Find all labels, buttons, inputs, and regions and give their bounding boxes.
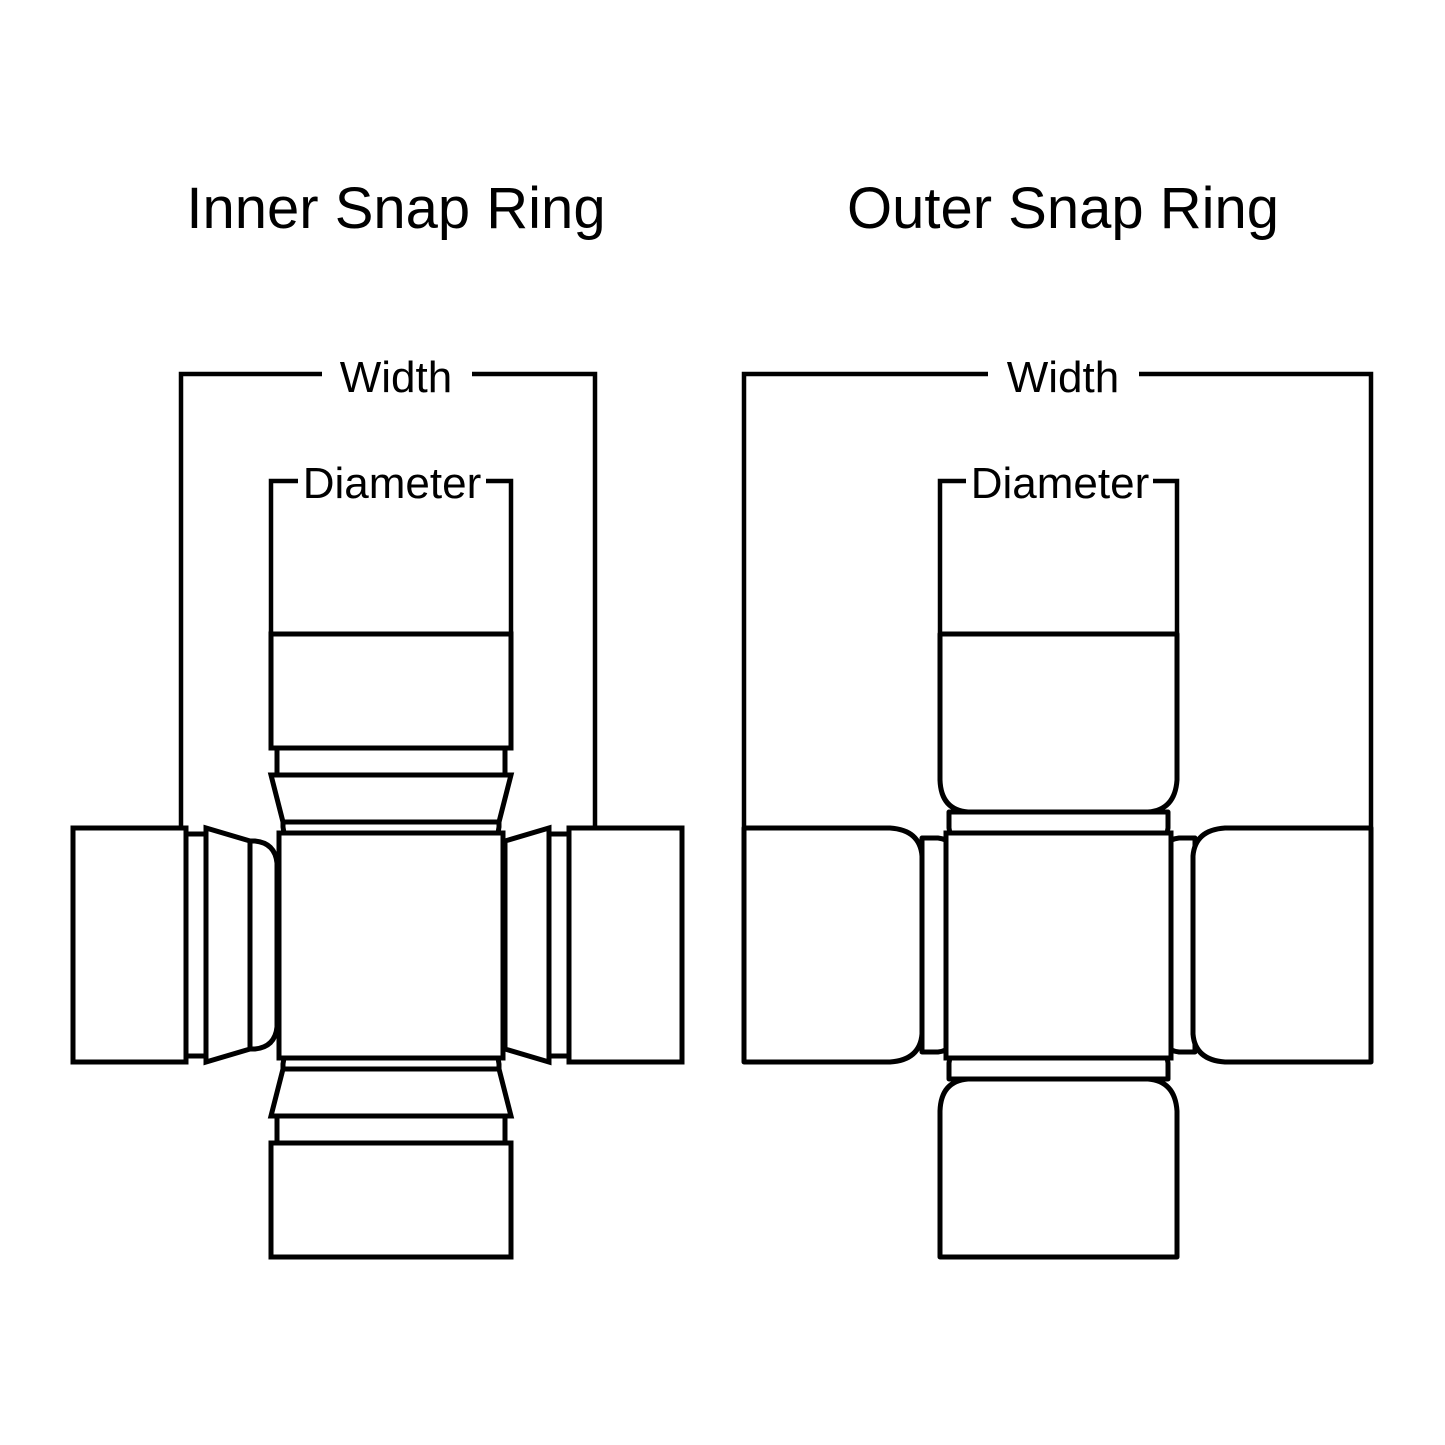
outer-top-bearing-cap [937,631,1180,851]
outer-right-bearing-cap [1156,825,1374,1065]
inner-top-snap-ring-groove [274,745,508,778]
inner-right-seal-taper [502,824,552,1066]
inner-left-seal-taper [203,824,253,1066]
outer-width-label: Width [1007,353,1119,402]
inner-width-bracket-right [472,371,598,828]
outer-snap-ring-figure: Width Diameter [741,353,1374,1260]
inner-top-seal-taper [267,772,515,825]
inner-width-bracket-left [178,371,322,828]
inner-right-cap-body [566,825,685,1065]
outer-diameter-label: Diameter [971,459,1150,508]
panel-title-inner: Inner Snap Ring [186,176,605,241]
inner-right-bearing-cap [475,824,685,1066]
outer-left-cap-body [741,825,925,1065]
inner-right-snap-ring-groove [546,831,572,1059]
inner-left-bearing-cap [70,824,280,1066]
outer-top-cap-body [937,631,1180,815]
inner-bottom-seal-taper [267,1066,515,1119]
outer-left-bearing-cap [741,825,961,1065]
outer-width-dimension-bracket [741,371,1374,828]
outer-diameter-dimension-bracket [937,478,1180,634]
inner-cross-center-body [276,830,506,1061]
outer-bottom-cap-body [937,1076,1180,1260]
inner-width-dimension-bracket [178,371,598,828]
inner-bottom-bearing-cap [267,1039,515,1260]
inner-left-snap-ring-groove [183,831,209,1059]
outer-diameter-bracket-left [937,478,966,634]
outer-width-bracket-right [1139,371,1374,828]
outer-diameter-bracket-right [1153,478,1180,634]
outer-right-cap-body [1190,825,1374,1065]
outer-bottom-bearing-cap [937,1040,1180,1260]
inner-diameter-label: Diameter [303,459,482,508]
inner-bottom-cap-body [268,1140,514,1260]
inner-bottom-snap-ring-groove [274,1113,508,1146]
inner-diameter-dimension-bracket [268,478,514,634]
inner-left-cap-body [70,825,189,1065]
inner-width-label: Width [340,353,452,402]
inner-top-bearing-cap [267,631,515,852]
outer-width-bracket-left [741,371,988,828]
inner-diameter-bracket-left [268,478,298,634]
inner-left-yoke-flare [247,838,280,1052]
panel-title-outer: Outer Snap Ring [847,176,1279,241]
inner-diameter-bracket-right [486,478,514,634]
outer-cross-center-body [943,830,1174,1061]
inner-snap-ring-figure: Width Diameter [70,353,685,1260]
inner-top-cap-body [268,631,514,751]
